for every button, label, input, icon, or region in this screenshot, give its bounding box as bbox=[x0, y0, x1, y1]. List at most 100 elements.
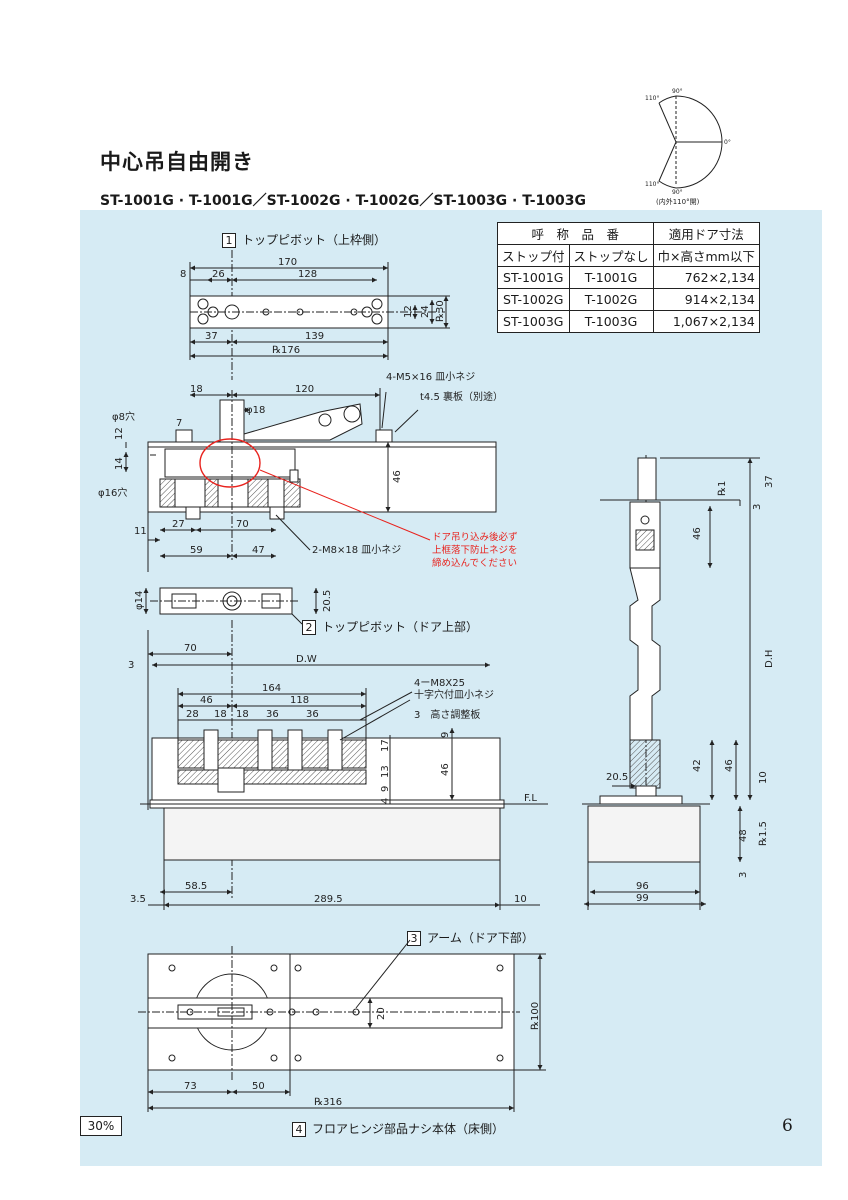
model-subtitle: ST-1001G · T-1001G／ST-1002G · T-1002G／ST… bbox=[100, 193, 587, 209]
dim-label: D.W bbox=[296, 654, 317, 665]
dim-label: 46 bbox=[692, 527, 703, 540]
dim-label: φ8穴 bbox=[112, 410, 135, 423]
cell-size: 914×2,134 bbox=[652, 288, 760, 311]
dim-label: 3 bbox=[752, 504, 763, 510]
top-pivot-elevation bbox=[147, 390, 497, 572]
dim-label: 20.5 bbox=[606, 772, 628, 783]
top-pivot-door-dims: φ14 20.5 bbox=[134, 590, 333, 612]
plate-callout: 3 高さ調整板 bbox=[414, 708, 480, 721]
dim-label: ℞316 bbox=[314, 1097, 342, 1108]
dim-label: 70 bbox=[236, 519, 249, 530]
floor-hinge-elevation-dims: 70 3 D.W 164 46 118 28 18 18 36 36 4ーM8X… bbox=[128, 643, 537, 905]
table-row: ST-1003G T-1003G 1,067×2,134 bbox=[497, 310, 760, 333]
dim-label: 58.5 bbox=[185, 881, 207, 892]
section-3-text: アーム（ドア下部） bbox=[427, 931, 534, 945]
dim-label: 164 bbox=[262, 683, 281, 694]
dim-label: 11 bbox=[134, 526, 147, 537]
top-pivot-elevation-dims bbox=[123, 388, 419, 559]
backplate-callout: t4.5 裏板（別途） bbox=[420, 390, 503, 403]
cell-with-stop: ST-1001G bbox=[497, 266, 570, 289]
table-row: ST-1001G T-1001G 762×2,134 bbox=[497, 266, 760, 289]
dim-label: 28 bbox=[186, 709, 199, 720]
dim-label: 10 bbox=[758, 771, 769, 784]
swing-label: 90° bbox=[672, 88, 683, 95]
dim-label: D.H bbox=[764, 650, 775, 668]
dim-label: 26 bbox=[212, 269, 225, 280]
dim-label: 18 bbox=[236, 709, 249, 720]
section-1-label: 1 トップピボット（上枠側） bbox=[222, 231, 386, 248]
arm-plan bbox=[138, 939, 546, 1112]
section-2-text: トップピボット（ドア上部） bbox=[322, 620, 479, 634]
dim-label: 118 bbox=[290, 695, 309, 706]
dim-label: 24 bbox=[420, 305, 431, 318]
dim-label: 36 bbox=[266, 709, 279, 720]
dim-label: 18 bbox=[214, 709, 227, 720]
swing-label: 0° bbox=[724, 139, 731, 146]
page-title: 中心吊自由開き bbox=[100, 150, 254, 174]
dim-label: 9 bbox=[380, 786, 391, 792]
warning-line: 締め込んでください bbox=[432, 557, 517, 569]
screw-callout: 4ーM8X25 bbox=[414, 678, 465, 689]
dim-label: ℞1.5 bbox=[758, 821, 769, 846]
top-pivot-elevation-labels: 18 120 φ18 4-M5×16 皿小ネジ t4.5 裏板（別途） φ8穴 … bbox=[98, 371, 503, 556]
screw-callout: 十字穴付皿小ネジ bbox=[414, 688, 494, 701]
dim-label: 12 bbox=[403, 305, 414, 318]
swing-label: 110° bbox=[645, 95, 659, 102]
dim-label: 59 bbox=[190, 545, 203, 556]
dim-label: 3 bbox=[738, 872, 749, 878]
floor-hinge-elevation bbox=[140, 620, 548, 910]
dim-label: 139 bbox=[305, 331, 324, 342]
screw-callout: 4-M5×16 皿小ネジ bbox=[386, 371, 475, 383]
top-pivot-plan bbox=[189, 250, 450, 380]
dim-label: 13 bbox=[380, 765, 391, 778]
arm-plan-dims: 20 ℞100 73 50 ℞316 bbox=[184, 1002, 541, 1108]
section-2-number: 2 bbox=[302, 620, 316, 635]
swing-note: (内外110°開) bbox=[656, 197, 700, 206]
dim-label: 120 bbox=[295, 384, 314, 395]
section-1-text: トップピボット（上枠側） bbox=[242, 233, 387, 247]
section-2-label: 2 トップピボット（ドア上部） bbox=[302, 618, 478, 635]
swing-label: 110° bbox=[645, 181, 659, 188]
dim-label: 128 bbox=[298, 269, 317, 280]
warning-note: ドア吊り込み後必ず 上框落下防止ネジを 締め込んでください bbox=[432, 531, 518, 569]
dim-label: φ18 bbox=[246, 405, 265, 416]
dim-label: 46 bbox=[392, 470, 403, 483]
dim-label: 42 bbox=[692, 759, 703, 772]
dim-label: 36 bbox=[306, 709, 319, 720]
dim-label: 14 bbox=[114, 457, 125, 470]
dim-label: 8 bbox=[180, 269, 186, 280]
cell-with-stop: ST-1003G bbox=[497, 310, 570, 333]
dim-label: 99 bbox=[636, 893, 649, 904]
cell-with-stop: ST-1002G bbox=[497, 288, 570, 311]
dim-label: 37 bbox=[764, 475, 775, 488]
section-1-number: 1 bbox=[222, 233, 236, 248]
scale-badge: 30% bbox=[80, 1116, 122, 1136]
dim-label: 10 bbox=[514, 894, 527, 905]
floor-level-label: F.L bbox=[524, 793, 537, 804]
dim-label: ℞30 bbox=[435, 300, 446, 322]
section-4-text: フロアヒンジ部品ナシ本体（床側） bbox=[312, 1122, 505, 1136]
dim-label: 46 bbox=[440, 763, 451, 776]
dim-label: φ14 bbox=[134, 591, 145, 610]
dim-label: ℞100 bbox=[530, 1002, 541, 1030]
table-row: ST-1002G T-1002G 914×2,134 bbox=[497, 288, 760, 311]
dim-label: 27 bbox=[172, 519, 185, 530]
dim-label: 20.5 bbox=[322, 590, 333, 612]
dim-label: 46 bbox=[200, 695, 213, 706]
dim-label: 170 bbox=[278, 257, 297, 268]
sub-without-stop: ストップなし bbox=[568, 244, 654, 267]
cell-size: 762×2,134 bbox=[652, 266, 760, 289]
dim-label: 4 bbox=[380, 798, 391, 804]
dim-label: 70 bbox=[184, 643, 197, 654]
page-number: 6 bbox=[782, 1116, 793, 1136]
dim-label: 18 bbox=[190, 384, 203, 395]
dim-label: 46 bbox=[724, 759, 735, 772]
side-view bbox=[582, 455, 760, 910]
warning-line: 上框落下防止ネジを bbox=[432, 544, 518, 556]
dim-label: 20 bbox=[376, 1007, 387, 1020]
top-pivot-plan-dims: 170 8 26 128 37 139 ℞176 12 24 ℞30 bbox=[180, 257, 446, 356]
dim-label: 289.5 bbox=[314, 894, 343, 905]
dim-label: 73 bbox=[184, 1081, 197, 1092]
cell-size: 1,067×2,134 bbox=[652, 310, 760, 333]
